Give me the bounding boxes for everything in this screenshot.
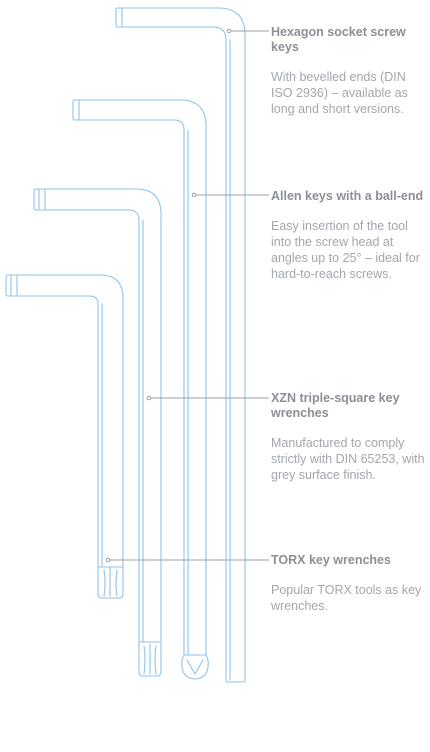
leader-line-hexagon	[226, 28, 269, 34]
leader-line-ball-end	[191, 192, 269, 198]
callout-description: Easy insertion of the tool into the scre…	[271, 219, 420, 281]
callout-title: TORX key wrenches	[271, 553, 391, 567]
callout-title: XZN triple-square key wrenches	[271, 391, 400, 420]
callout-description: Popular TORX tools as key wrenches.	[271, 583, 422, 613]
torx-key-callout: TORX key wrenches Popular TORX tools as …	[271, 553, 429, 614]
ball-end-allen-key-icon	[72, 99, 209, 680]
callout-description: Manufactured to comply strictly with DIN…	[271, 436, 425, 482]
ball-end-key-callout: Allen keys with a ball-end Easy insertio…	[271, 189, 429, 282]
hexagon-key-icon	[115, 7, 246, 683]
xzn-key-callout: XZN triple-square key wrenches Manufactu…	[271, 391, 429, 483]
leader-line-torx	[105, 557, 269, 563]
torx-key-wrench-icon	[5, 274, 124, 599]
xzn-key-wrench-icon	[33, 188, 162, 677]
callout-title: Allen keys with a ball-end	[271, 189, 424, 203]
hexagon-key-callout: Hexagon socket screw keys With bevelled …	[271, 25, 429, 117]
callout-description: With bevelled ends (DIN ISO 2936) – avai…	[271, 70, 408, 116]
callout-title: Hexagon socket screw keys	[271, 25, 406, 54]
leader-line-xzn	[146, 395, 269, 401]
